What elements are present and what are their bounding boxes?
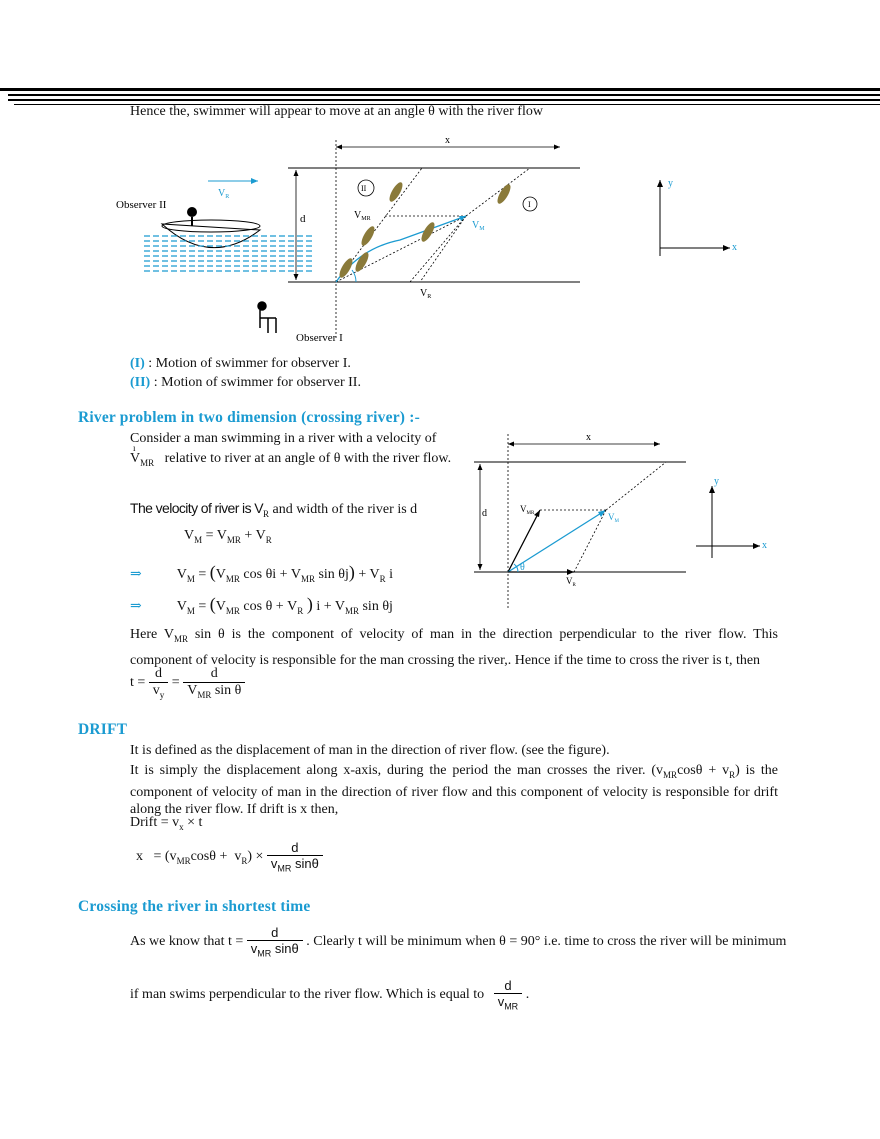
fig1-vr-sub: R bbox=[427, 294, 431, 300]
fig1-axis-y: y bbox=[668, 178, 673, 189]
vmr-symbol: V bbox=[130, 451, 141, 466]
fig2-x-label: x bbox=[586, 432, 591, 443]
svg-text:VR: VR bbox=[420, 288, 431, 300]
header-rule-2 bbox=[8, 94, 880, 96]
frac1-num: d bbox=[271, 925, 279, 940]
fig1-vr-label: V bbox=[420, 288, 428, 299]
fig2-theta: θ bbox=[520, 562, 525, 573]
header-rule-3 bbox=[8, 99, 880, 101]
shortest-line1-a: As we know that t = bbox=[130, 934, 244, 950]
drift-p3: Drift = vx × t bbox=[130, 815, 203, 832]
marker-i: I bbox=[528, 200, 531, 209]
header-rule-4 bbox=[14, 104, 880, 105]
fig1-vmr-label: V bbox=[354, 210, 362, 221]
svg-text:VMR: VMR bbox=[520, 504, 535, 516]
header-rule-1 bbox=[0, 88, 880, 91]
water-lines bbox=[144, 235, 314, 272]
swimmer-icons bbox=[339, 182, 511, 278]
fig1-vr-top-sub: R bbox=[225, 194, 229, 200]
frac1-v: v bbox=[250, 941, 258, 956]
crossing-figure: x d θ VMR VM VR x y bbox=[474, 432, 767, 610]
frac1-sin: sinθ bbox=[271, 941, 299, 956]
fig2-d-label: d bbox=[482, 508, 487, 519]
river2d-line1: Consider a man swimming in a river with … bbox=[130, 431, 437, 446]
svg-text:VMR: VMR bbox=[354, 210, 371, 222]
svg-text:VR: VR bbox=[566, 576, 577, 588]
frac1-sub: MR bbox=[257, 948, 272, 959]
fig1-vr-top-label: V bbox=[218, 188, 226, 199]
legend-ii-label: (II) bbox=[130, 375, 151, 390]
marker-ii: II bbox=[361, 184, 367, 193]
frac2-num: d bbox=[504, 978, 512, 993]
fig2-vm-sub: M bbox=[615, 519, 620, 524]
fig2-vr-sub: R bbox=[573, 583, 577, 588]
fig2-vmr-sub: MR bbox=[527, 511, 535, 516]
here-rest: sin θ is the component of velocity of ma… bbox=[130, 627, 778, 668]
svg-text:VR: VR bbox=[218, 188, 229, 200]
shortest-line2: if man swims perpendicular to the river … bbox=[130, 978, 530, 1012]
river2d-line2-text: relative to river at an angle of θ with … bbox=[164, 451, 452, 466]
legend-ii-text: : Motion of swimmer for observer II. bbox=[150, 375, 361, 390]
river2d-line3: The velocity of river is VR and width of… bbox=[130, 500, 417, 519]
observer-i-icon bbox=[257, 301, 277, 333]
fig2-axis-x: x bbox=[762, 540, 767, 551]
frac2-sub: MR bbox=[504, 1001, 519, 1012]
observer-ii-label: Observer II bbox=[116, 199, 167, 211]
drift-p1: It is defined as the displacement of man… bbox=[130, 743, 610, 758]
here-paragraph: Here VMR sin θ is the component of veloc… bbox=[130, 624, 778, 672]
fig1-axis-x: x bbox=[732, 242, 737, 253]
line3-sub: R bbox=[263, 508, 270, 519]
vmr-sub: MR bbox=[140, 457, 155, 468]
fig1-vm-sub: M bbox=[479, 226, 485, 232]
drift-heading: DRIFT bbox=[78, 721, 128, 738]
river2d-heading: River problem in two dimension (crossing… bbox=[78, 409, 420, 426]
fig2-vm-label: V bbox=[608, 512, 615, 522]
intro-text: Hence the, swimmer will appear to move a… bbox=[130, 104, 543, 119]
swimmer-figure: x d II I VMR VM VR VR Observer II bbox=[116, 135, 737, 344]
observer-i-label: Observer I bbox=[296, 332, 343, 344]
legend-i-text: : Motion of swimmer for observer I. bbox=[144, 356, 351, 371]
frac2-v: v bbox=[497, 994, 505, 1009]
fig1-vm-label: V bbox=[472, 220, 480, 231]
fig2-vmr-label: V bbox=[520, 504, 527, 514]
equation-1: VM = VMR + VR bbox=[184, 528, 272, 545]
svg-text:VM: VM bbox=[608, 512, 620, 524]
equation-3: ⇒ VM = (VMR cos θ + VR ) i + VMR sin θj bbox=[130, 594, 393, 616]
legend-i: (I) : Motion of swimmer for observer I. bbox=[130, 356, 351, 372]
line3-part-a: The velocity of river is V bbox=[130, 500, 264, 516]
fig1-x-label: x bbox=[445, 135, 450, 146]
here-prefix: Here V bbox=[130, 627, 174, 642]
shortest-line2-text: if man swims perpendicular to the river … bbox=[130, 987, 485, 1003]
line3-part-b: and width of the river is d bbox=[269, 502, 418, 517]
here-sub: MR bbox=[173, 633, 188, 644]
fig1-vmr-sub: MR bbox=[361, 216, 370, 222]
legend-i-label: (I) bbox=[130, 356, 145, 371]
fig2-vr-label: V bbox=[566, 576, 573, 586]
svg-text:VM: VM bbox=[472, 220, 485, 232]
legend-ii: (II) : Motion of swimmer for observer II… bbox=[130, 375, 361, 391]
fig1-d-label: d bbox=[300, 213, 306, 225]
equation-2: ⇒ VM = (VMR cos θi + VMR sin θj) + VR i bbox=[130, 562, 394, 584]
drift-p2: It is simply the displacement along x-ax… bbox=[130, 763, 778, 817]
shortest-line1-b: . Clearly t will be minimum when θ = 90°… bbox=[306, 934, 787, 950]
fig2-axis-y: y bbox=[714, 476, 719, 487]
shortest-heading: Crossing the river in shortest time bbox=[78, 898, 311, 915]
